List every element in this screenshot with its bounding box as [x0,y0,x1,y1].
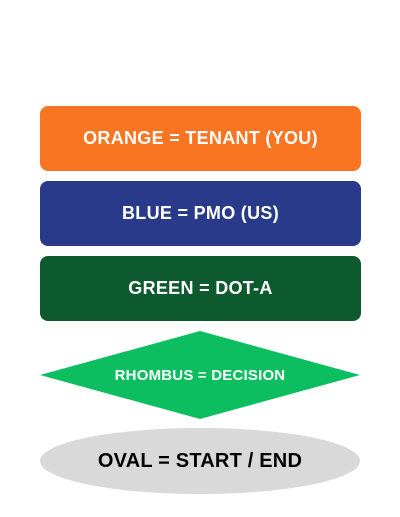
legend-start-end-label: OVAL = START / END [97,449,303,472]
legend-pmo-label: BLUE = PMO (US) [121,203,279,223]
legend-start-end-oval: OVAL = START / END [40,428,360,494]
rhombus-shape [40,331,360,419]
legend-tenant-label: ORANGE = TENANT (YOU) [83,128,318,148]
legend-decision-label: RHOMBUS = DECISION [114,366,286,384]
legend-dota-label: GREEN = DOT-A [128,278,273,298]
legend-dota-box: GREEN = DOT-A [40,256,361,321]
legend-pmo-box: BLUE = PMO (US) [40,181,361,246]
legend-decision-shape: RHOMBUS = DECISION [40,331,360,419]
legend-tenant-box: ORANGE = TENANT (YOU) [40,106,361,171]
